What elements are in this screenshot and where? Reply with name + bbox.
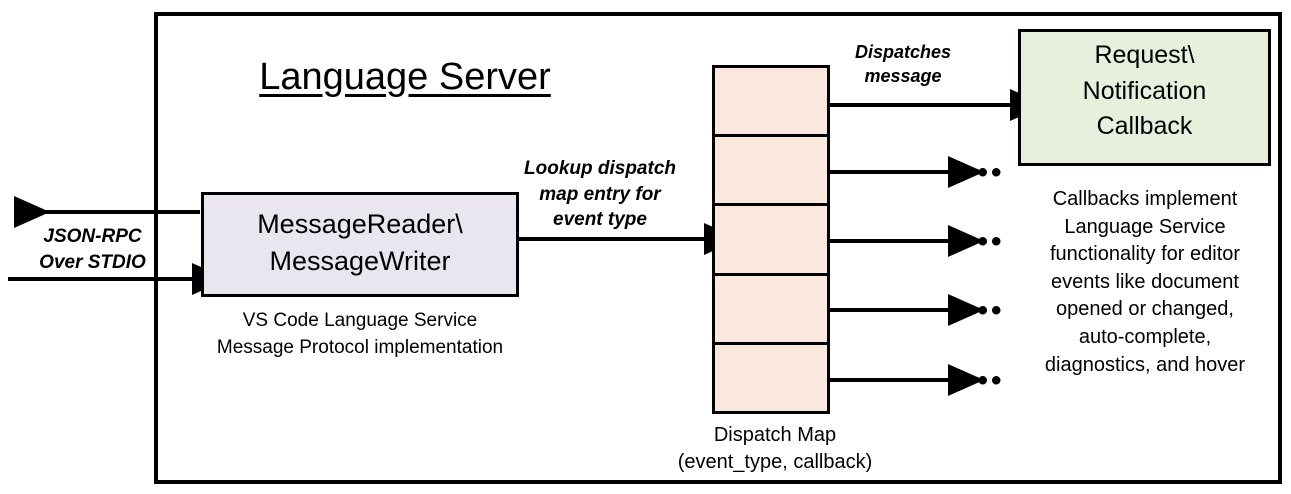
message-reader-writer-caption: VS Code Language Service Message Protoco… bbox=[216, 310, 504, 358]
language-server-border bbox=[154, 12, 1282, 484]
dispatch-map-row[interactable] bbox=[715, 344, 827, 412]
dispatch-map-row[interactable] bbox=[715, 68, 827, 138]
dispatch-row-ellipsis-2: ••• bbox=[964, 156, 1005, 189]
message-reader-writer-box[interactable] bbox=[201, 192, 519, 297]
dispatch-row-ellipsis-3: ••• bbox=[964, 225, 1005, 258]
lookup-dispatch-label: Lookup dispatch map entry for event type bbox=[524, 158, 676, 231]
request-notification-callback-label: Request\ Notification Callback bbox=[1082, 41, 1207, 140]
dispatch-map-row[interactable] bbox=[715, 137, 827, 207]
dispatch-row-ellipsis-5: ••• bbox=[964, 364, 1005, 397]
jsonrpc-transport-label: JSON-RPC Over STDIO bbox=[39, 226, 146, 273]
dispatch-map-row[interactable] bbox=[715, 275, 827, 345]
dispatch-row-ellipsis-4: ••• bbox=[964, 294, 1005, 327]
message-reader-writer-label: MessageReader\ MessageWriter bbox=[257, 209, 463, 277]
dispatch-map-table[interactable] bbox=[712, 65, 830, 414]
dispatch-map-caption: Dispatch Map (event_type, callback) bbox=[677, 424, 873, 473]
callback-description-caption: Callbacks implement Language Service fun… bbox=[1044, 188, 1246, 376]
dispatches-message-label: Dispatches message bbox=[854, 42, 952, 87]
dispatch-map-row[interactable] bbox=[715, 206, 827, 276]
page-title: Language Server bbox=[259, 56, 551, 98]
request-notification-callback-box[interactable] bbox=[1018, 29, 1271, 166]
